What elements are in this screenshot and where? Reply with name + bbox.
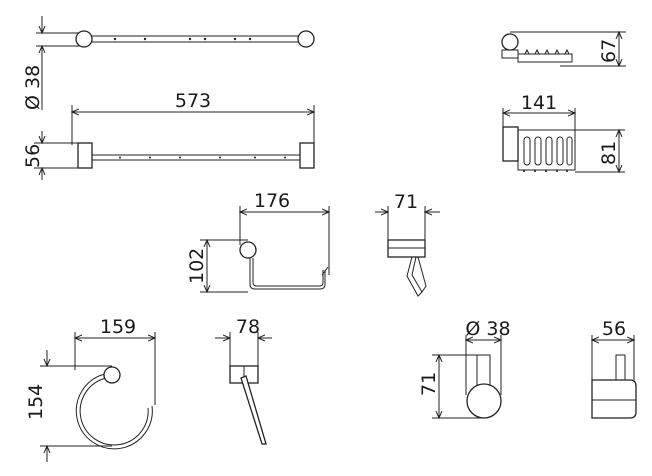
basket-front-view: 141 81 (503, 92, 625, 172)
ring-height-label: 154 (25, 384, 47, 420)
basket-depth-label: 81 (598, 141, 620, 165)
hook-side-width-label: 56 (602, 318, 626, 340)
bar-length-label: 573 (175, 90, 211, 112)
paper-holder-front-view: 176 102 (186, 190, 329, 292)
hook-diameter-label: Ø 38 (465, 318, 510, 340)
paper-holder-height-label: 102 (186, 248, 208, 284)
hook-side-view: 56 (592, 318, 637, 419)
towel-bar-front-view: 573 56 (22, 90, 314, 180)
ring-side-width-label: 78 (236, 316, 260, 338)
hook-front-view: Ø 38 71 (418, 318, 511, 418)
hook-height-label: 71 (418, 372, 440, 396)
basket-width-label: 141 (521, 92, 557, 114)
ring-width-label: 159 (100, 316, 136, 338)
ring-side-view: 78 (215, 316, 272, 445)
ring-front-view: 159 154 (25, 316, 155, 462)
basket-height-label: 67 (598, 39, 620, 63)
towel-bar-top-view: Ø 38 (22, 16, 315, 110)
paper-holder-width-label: 176 (254, 190, 290, 212)
bar-diameter-label: Ø 38 (22, 65, 44, 110)
basket-side-view: 67 (501, 32, 626, 66)
paper-holder-side-view: 71 (375, 191, 440, 297)
bar-height-label: 56 (22, 144, 44, 168)
paper-holder-side-width-label: 71 (394, 191, 418, 213)
